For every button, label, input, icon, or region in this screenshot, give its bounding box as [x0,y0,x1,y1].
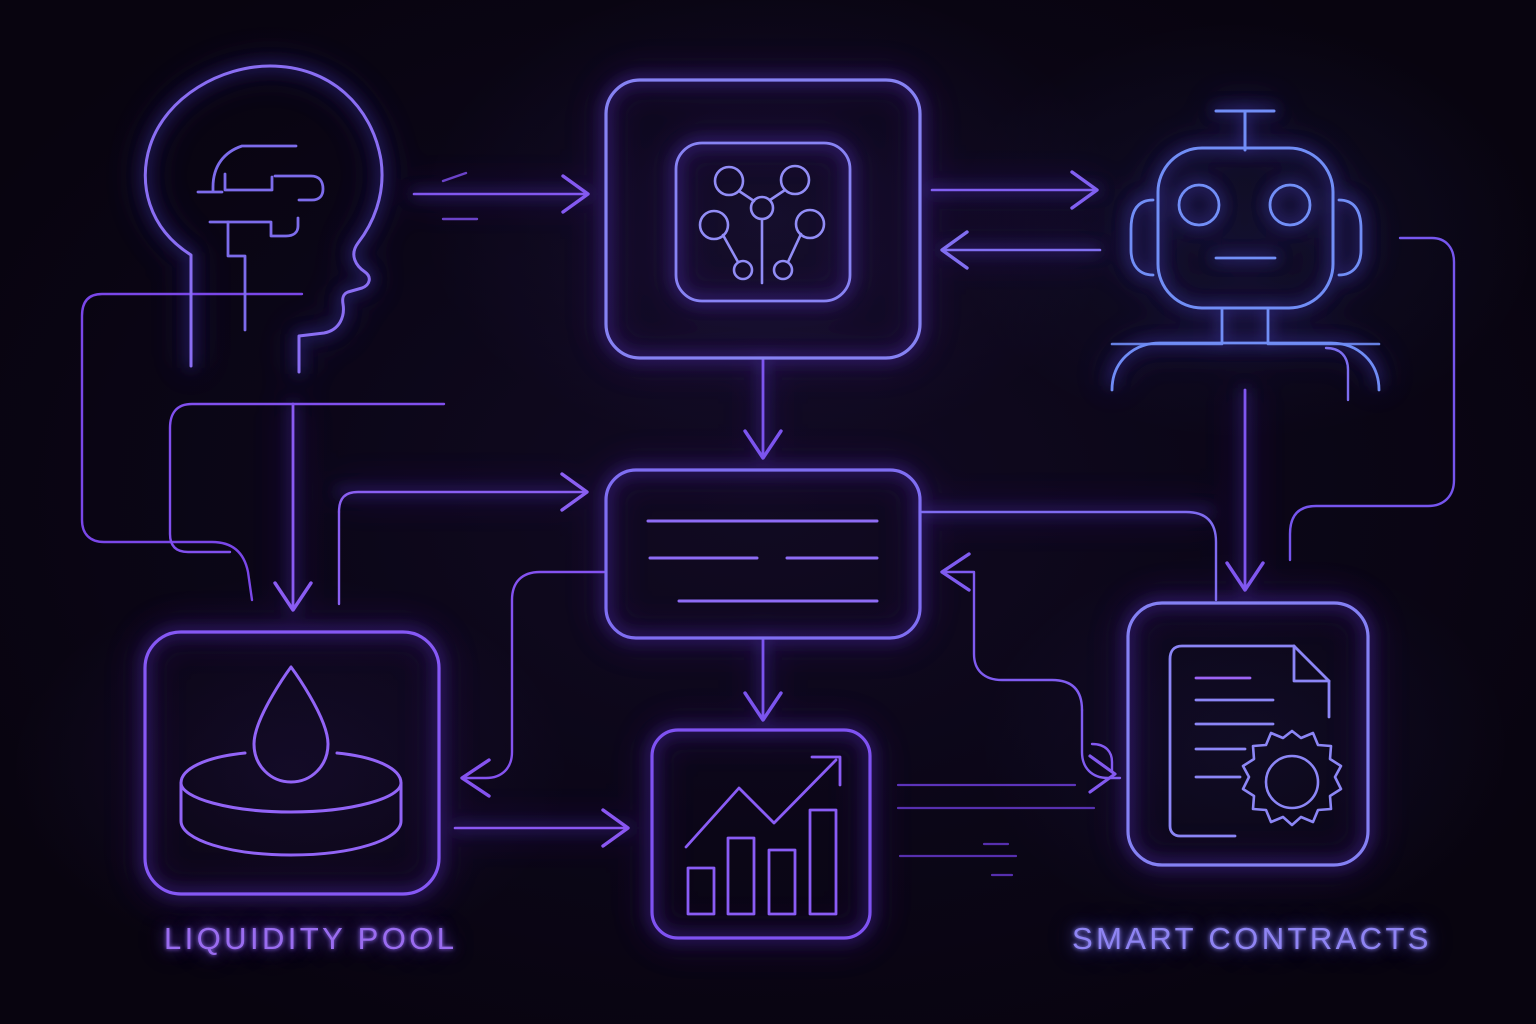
ledger-record-box [604,468,922,640]
edge-ai-to-robot [930,170,1099,210]
stray-fragment-group-a [441,171,479,221]
edge-ledger-to-liquidity [460,570,606,798]
analytics-chart-box [650,728,872,940]
bar-chart-uptrend-icon [684,755,842,916]
edge-analytics-to-contracts [896,742,1117,794]
edge-ledger-to-analytics [743,638,783,722]
document-gear-icon [1168,644,1343,838]
label-liquidity-pool: LIQUIDITY POOL [164,921,458,956]
label-smart-contracts: SMART CONTRACTS [1072,921,1432,956]
document-lines-icon [646,519,879,603]
smart-contracts-box [1126,601,1370,867]
edge-robot-to-contracts [1225,388,1265,592]
edge-liquidity-to-ledger [337,472,589,606]
water-drop-pool-icon [179,665,403,857]
neural-network-nodes-icon [698,164,826,285]
edge-ai-to-ledger [743,358,783,460]
ai-network-box [604,78,922,360]
robot-head-icon [1110,109,1381,392]
human-head-profile [143,64,384,374]
edge-liquidity-to-analytics [453,808,630,848]
edge-robot-loop-right [1288,236,1456,562]
edge-ledger-to-contracts [920,510,1218,602]
stray-fragment-group-b [896,806,1096,877]
liquidity-pool-box [143,630,441,896]
edge-human-to-liquidity [273,402,313,612]
edge-human-loop-left [80,292,304,602]
brain-circuit-lines [196,144,325,332]
edge-human-loop-left-inner [168,402,446,554]
edge-robot-loop-right-inner [1324,346,1350,402]
edge-robot-to-ai [940,230,1102,270]
edge-human-to-ai [412,174,590,214]
